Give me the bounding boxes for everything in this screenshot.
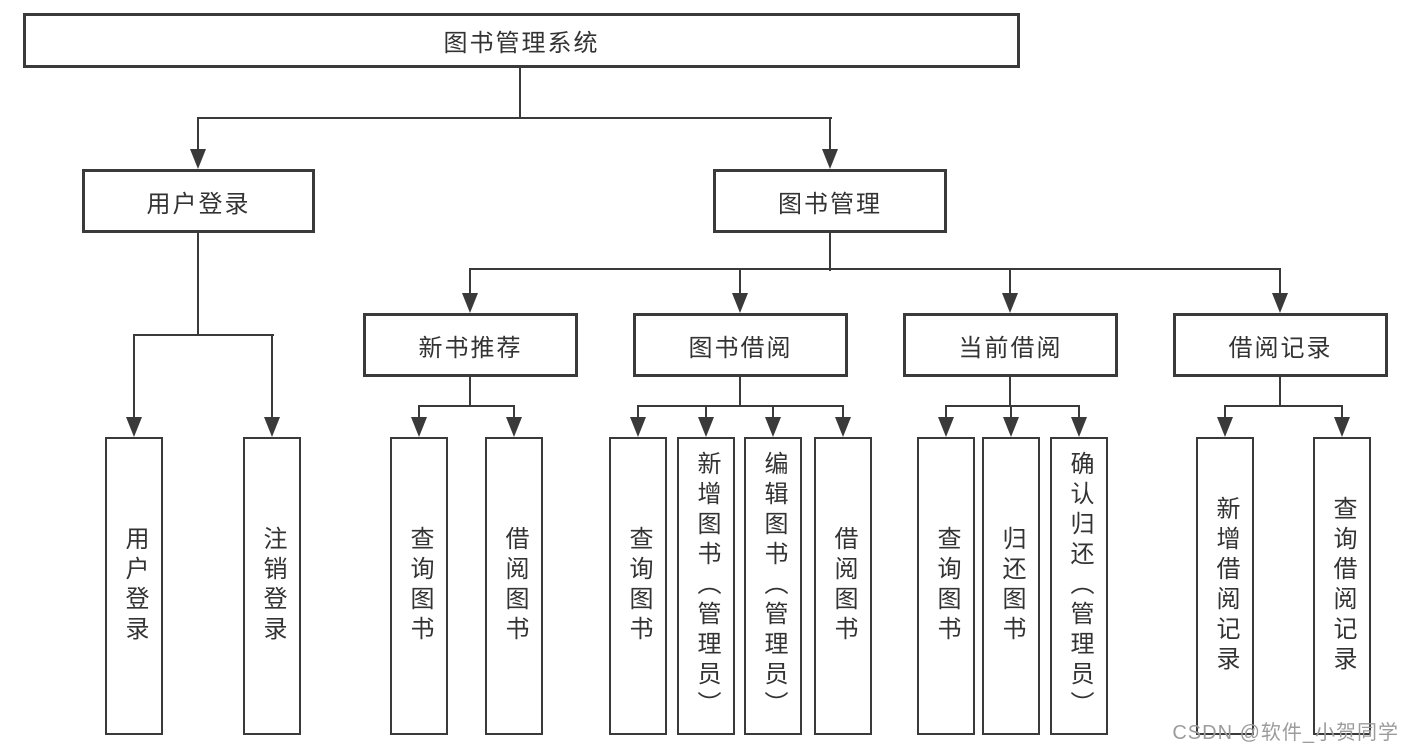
connector-line <box>739 269 741 294</box>
leaf-logout-label: 注销登录 <box>259 526 286 646</box>
node-current-borrowing: 当前借阅 <box>903 313 1118 377</box>
connector-line <box>1279 377 1281 407</box>
leaf-borrow-books-recommend: 借阅图书 <box>485 437 543 735</box>
arrow-down-icon <box>411 417 427 437</box>
connector-line <box>271 334 273 418</box>
arrow-down-icon <box>630 417 646 437</box>
connector-line <box>946 405 1080 407</box>
connector-line <box>1341 405 1343 418</box>
leaf-user-login-label: 用户登录 <box>121 526 148 646</box>
node-user-login: 用户登录 <box>82 169 315 233</box>
leaf-confirm-return-admin-label: 确认归还（管理员） <box>1066 451 1093 721</box>
leaf-query-books-borrowing-label: 查询图书 <box>625 526 652 646</box>
leaf-logout: 注销登录 <box>243 437 301 735</box>
connector-line <box>469 269 471 294</box>
connector-line <box>197 233 199 336</box>
connector-line <box>1078 405 1080 418</box>
leaf-borrow-books-label: 借阅图书 <box>830 526 857 646</box>
connector-line <box>1009 269 1011 294</box>
connector-line <box>945 405 947 418</box>
leaf-add-book-admin: 新增图书（管理员） <box>677 437 735 735</box>
leaf-return-book: 归还图书 <box>982 437 1040 735</box>
connector-line <box>519 68 521 118</box>
leaf-query-borrow-record-label: 查询借阅记录 <box>1329 496 1356 676</box>
leaf-query-books-current-label: 查询图书 <box>933 526 960 646</box>
leaf-query-books-borrowing: 查询图书 <box>609 437 667 735</box>
arrow-down-icon <box>462 293 478 313</box>
connector-line <box>419 405 515 407</box>
arrow-down-icon <box>765 417 781 437</box>
node-book-management: 图书管理 <box>713 169 947 233</box>
arrow-down-icon <box>1217 417 1233 437</box>
arrow-down-icon <box>190 149 206 169</box>
connector-line <box>842 405 844 418</box>
connector-line <box>133 334 135 418</box>
leaf-add-book-admin-label: 新增图书（管理员） <box>693 451 720 721</box>
connector-line <box>1279 269 1281 294</box>
arrow-down-icon <box>732 293 748 313</box>
arrow-down-icon <box>698 417 714 437</box>
leaf-edit-book-admin-label: 编辑图书（管理员） <box>760 451 787 721</box>
connector-line <box>513 405 515 418</box>
connector-line <box>469 268 1281 270</box>
arrow-down-icon <box>126 417 142 437</box>
connector-line <box>133 334 274 336</box>
arrow-down-icon <box>1334 417 1350 437</box>
arrow-down-icon <box>506 417 522 437</box>
connector-line <box>829 233 831 271</box>
leaf-add-borrow-record: 新增借阅记录 <box>1196 437 1254 735</box>
leaf-add-borrow-record-label: 新增借阅记录 <box>1212 496 1239 676</box>
node-book-borrowing: 图书借阅 <box>633 313 848 377</box>
arrow-down-icon <box>835 417 851 437</box>
leaf-borrow-books: 借阅图书 <box>814 437 872 735</box>
watermark: CSDN @软件_小贺同学 <box>1172 722 1399 744</box>
connector-line <box>198 117 832 119</box>
connector-line <box>637 405 639 418</box>
node-new-book-recommend: 新书推荐 <box>363 313 578 377</box>
connector-line <box>739 377 741 407</box>
leaf-confirm-return-admin: 确认归还（管理员） <box>1050 437 1108 735</box>
connector-line <box>638 405 844 407</box>
connector-line <box>197 117 199 150</box>
arrow-down-icon <box>822 149 838 169</box>
arrow-down-icon <box>264 417 280 437</box>
connector-line <box>469 377 471 407</box>
leaf-edit-book-admin: 编辑图书（管理员） <box>744 437 802 735</box>
connector-line <box>705 405 707 418</box>
connector-line <box>829 117 831 150</box>
connector-line <box>772 405 774 418</box>
connector-line <box>1225 405 1343 407</box>
node-library-system: 图书管理系统 <box>23 13 1020 68</box>
connector-line <box>418 405 420 418</box>
leaf-query-borrow-record: 查询借阅记录 <box>1313 437 1371 735</box>
connector-line <box>1224 405 1226 418</box>
leaf-return-book-label: 归还图书 <box>998 526 1025 646</box>
node-borrowing-records: 借阅记录 <box>1173 313 1388 377</box>
leaf-query-books-current: 查询图书 <box>917 437 975 735</box>
leaf-query-books-recommend: 查询图书 <box>390 437 448 735</box>
arrow-down-icon <box>1002 293 1018 313</box>
arrow-down-icon <box>1071 417 1087 437</box>
leaf-user-login: 用户登录 <box>105 437 163 735</box>
connector-line <box>1010 405 1012 418</box>
leaf-borrow-books-recommend-label: 借阅图书 <box>501 526 528 646</box>
arrow-down-icon <box>1003 417 1019 437</box>
arrow-down-icon <box>1272 293 1288 313</box>
connector-line <box>1009 377 1011 407</box>
leaf-query-books-recommend-label: 查询图书 <box>406 526 433 646</box>
arrow-down-icon <box>938 417 954 437</box>
